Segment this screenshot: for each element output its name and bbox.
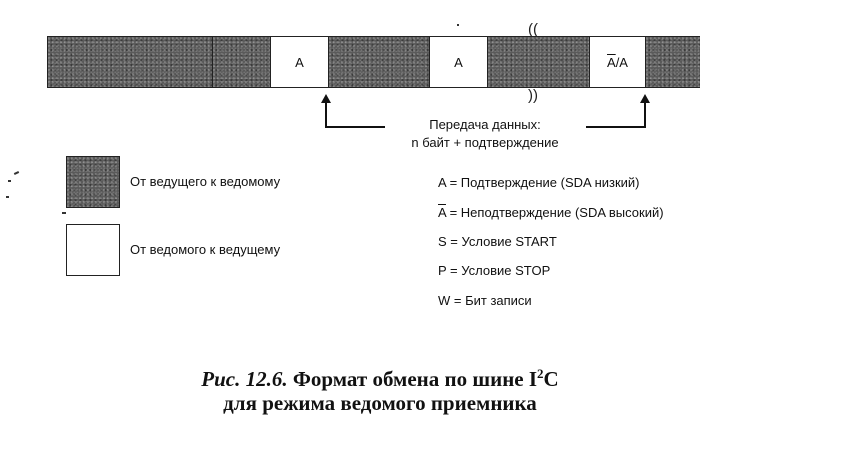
caption-line1-text: Формат обмена по шине I — [287, 367, 538, 391]
arrow-head-right — [640, 94, 650, 103]
arrow-head-left — [321, 94, 331, 103]
definition-nack-text: = Неподтверждение (SDA высокий) — [445, 205, 664, 220]
definition-nack: A = Неподтверждение (SDA высокий) — [438, 205, 664, 220]
scan-speck — [13, 171, 20, 175]
scan-speck — [6, 196, 9, 198]
segment-write-bit — [212, 37, 270, 87]
overline-a: A — [607, 54, 616, 70]
definition-ack: A = Подтверждение (SDA низкий) — [438, 175, 640, 190]
segment-label-ack: A — [454, 54, 463, 70]
caption-line1-tail: C — [543, 367, 559, 391]
legend-swatch-master — [66, 156, 120, 208]
legend-label-master: От ведущего к ведомому — [130, 174, 281, 189]
caption-fig-label: Рис. 12.6. — [201, 367, 288, 391]
segment-data-1 — [328, 37, 429, 87]
arrow-right-horizontal — [586, 126, 646, 128]
legend-label-slave: От ведомого к ведущему — [130, 242, 281, 257]
overline-a-symbol: A — [438, 205, 446, 220]
break-mark-bottom: )) — [528, 87, 538, 104]
segment-stop — [645, 37, 700, 87]
definition-write: W = Бит записи — [438, 293, 532, 308]
caption-line1: Рис. 12.6. Формат обмена по шине I2C — [150, 362, 610, 391]
segment-ack-2: A — [429, 37, 487, 87]
arrow-left-vertical — [325, 102, 327, 128]
arrow-right-vertical — [644, 102, 646, 128]
segment-data-n — [487, 37, 589, 87]
figure-caption: Рис. 12.6. Формат обмена по шине I2C для… — [150, 362, 610, 415]
transfer-label: Передача данных: n байт + подтверждение — [360, 116, 610, 152]
scan-speck — [8, 180, 11, 182]
definition-stop: P = Условие STOP — [438, 263, 551, 278]
segment-label-ack: A — [295, 54, 304, 70]
caption-superscript: 2 — [537, 366, 544, 381]
caption-line2: для режима ведомого приемника — [223, 391, 537, 415]
segment-ack-1: A — [270, 37, 328, 87]
i2c-frame-bar: A A A/A — [47, 36, 700, 88]
segment-ack-last: A/A — [589, 37, 645, 87]
arrow-left-horizontal — [325, 126, 385, 128]
legend-swatch-slave — [66, 224, 120, 276]
break-mark-top: (( — [528, 21, 538, 38]
definition-start: S = Условие START — [438, 234, 557, 249]
scan-speck — [62, 212, 66, 214]
scan-speck — [457, 24, 459, 26]
segment-label-nack-ack: A/A — [607, 54, 628, 70]
transfer-label-line2: n байт + подтверждение — [411, 135, 559, 150]
transfer-label-line1: Передача данных: — [429, 117, 541, 132]
segment-start-address — [48, 37, 213, 87]
